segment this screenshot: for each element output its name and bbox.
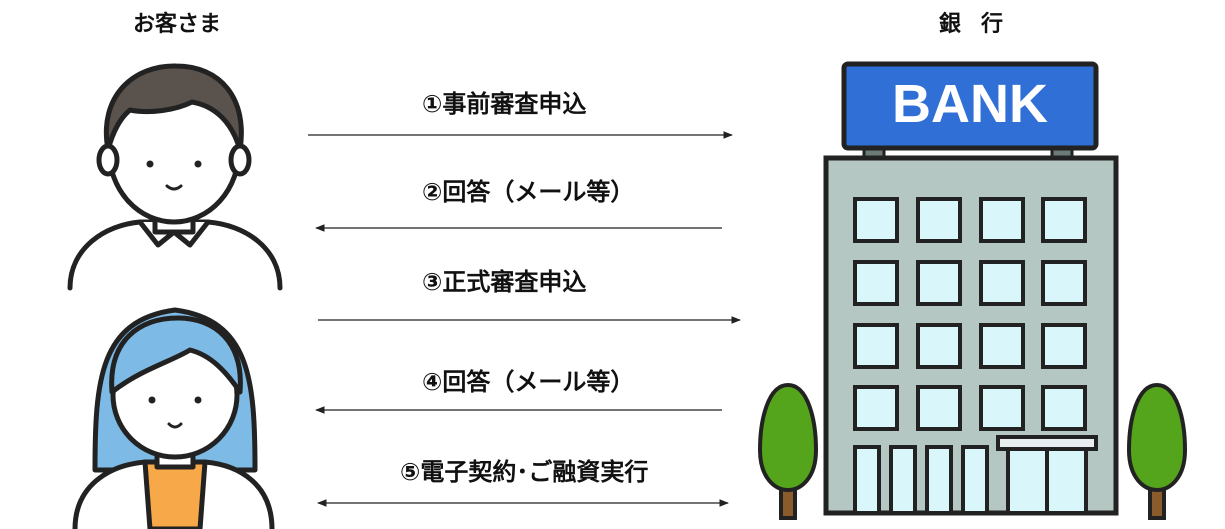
tree-right-icon bbox=[1126, 382, 1188, 520]
bank-window bbox=[1041, 197, 1087, 243]
step-1-label: ①事前審査申込 bbox=[422, 90, 587, 118]
bank-window bbox=[916, 323, 962, 369]
bank-window bbox=[1041, 323, 1087, 369]
man-icon bbox=[67, 63, 283, 291]
step-3-label: ③正式審査申込 bbox=[422, 268, 587, 296]
bank-window bbox=[853, 260, 899, 306]
woman-shirt bbox=[142, 459, 208, 529]
bank-window bbox=[979, 260, 1025, 306]
bank-window bbox=[916, 260, 962, 306]
step-5-label: ⑤電子契約･ご融資実行 bbox=[400, 458, 649, 486]
bank-window bbox=[916, 197, 962, 243]
bank-window bbox=[1041, 260, 1087, 306]
tree-left-icon bbox=[757, 382, 819, 520]
bank-window bbox=[1041, 385, 1087, 431]
customer-header: お客さま bbox=[133, 12, 222, 37]
bank-building-icon bbox=[823, 61, 1119, 516]
bank-window bbox=[916, 385, 962, 431]
bank-window bbox=[853, 385, 899, 431]
step-4-label: ④回答（メール等） bbox=[422, 368, 635, 396]
bank-window bbox=[979, 197, 1025, 243]
bank-window bbox=[979, 385, 1025, 431]
bank-window bbox=[853, 197, 899, 243]
woman-icon bbox=[72, 307, 275, 529]
step-2-label: ②回答（メール等） bbox=[422, 178, 635, 206]
bank-window bbox=[853, 323, 899, 369]
bank-sign bbox=[841, 61, 1099, 151]
bank-sign-text: BANK bbox=[892, 74, 1048, 134]
woman-hair-bangs bbox=[109, 315, 243, 395]
bank-window bbox=[979, 323, 1025, 369]
bank-header: 銀行 bbox=[939, 12, 1024, 37]
